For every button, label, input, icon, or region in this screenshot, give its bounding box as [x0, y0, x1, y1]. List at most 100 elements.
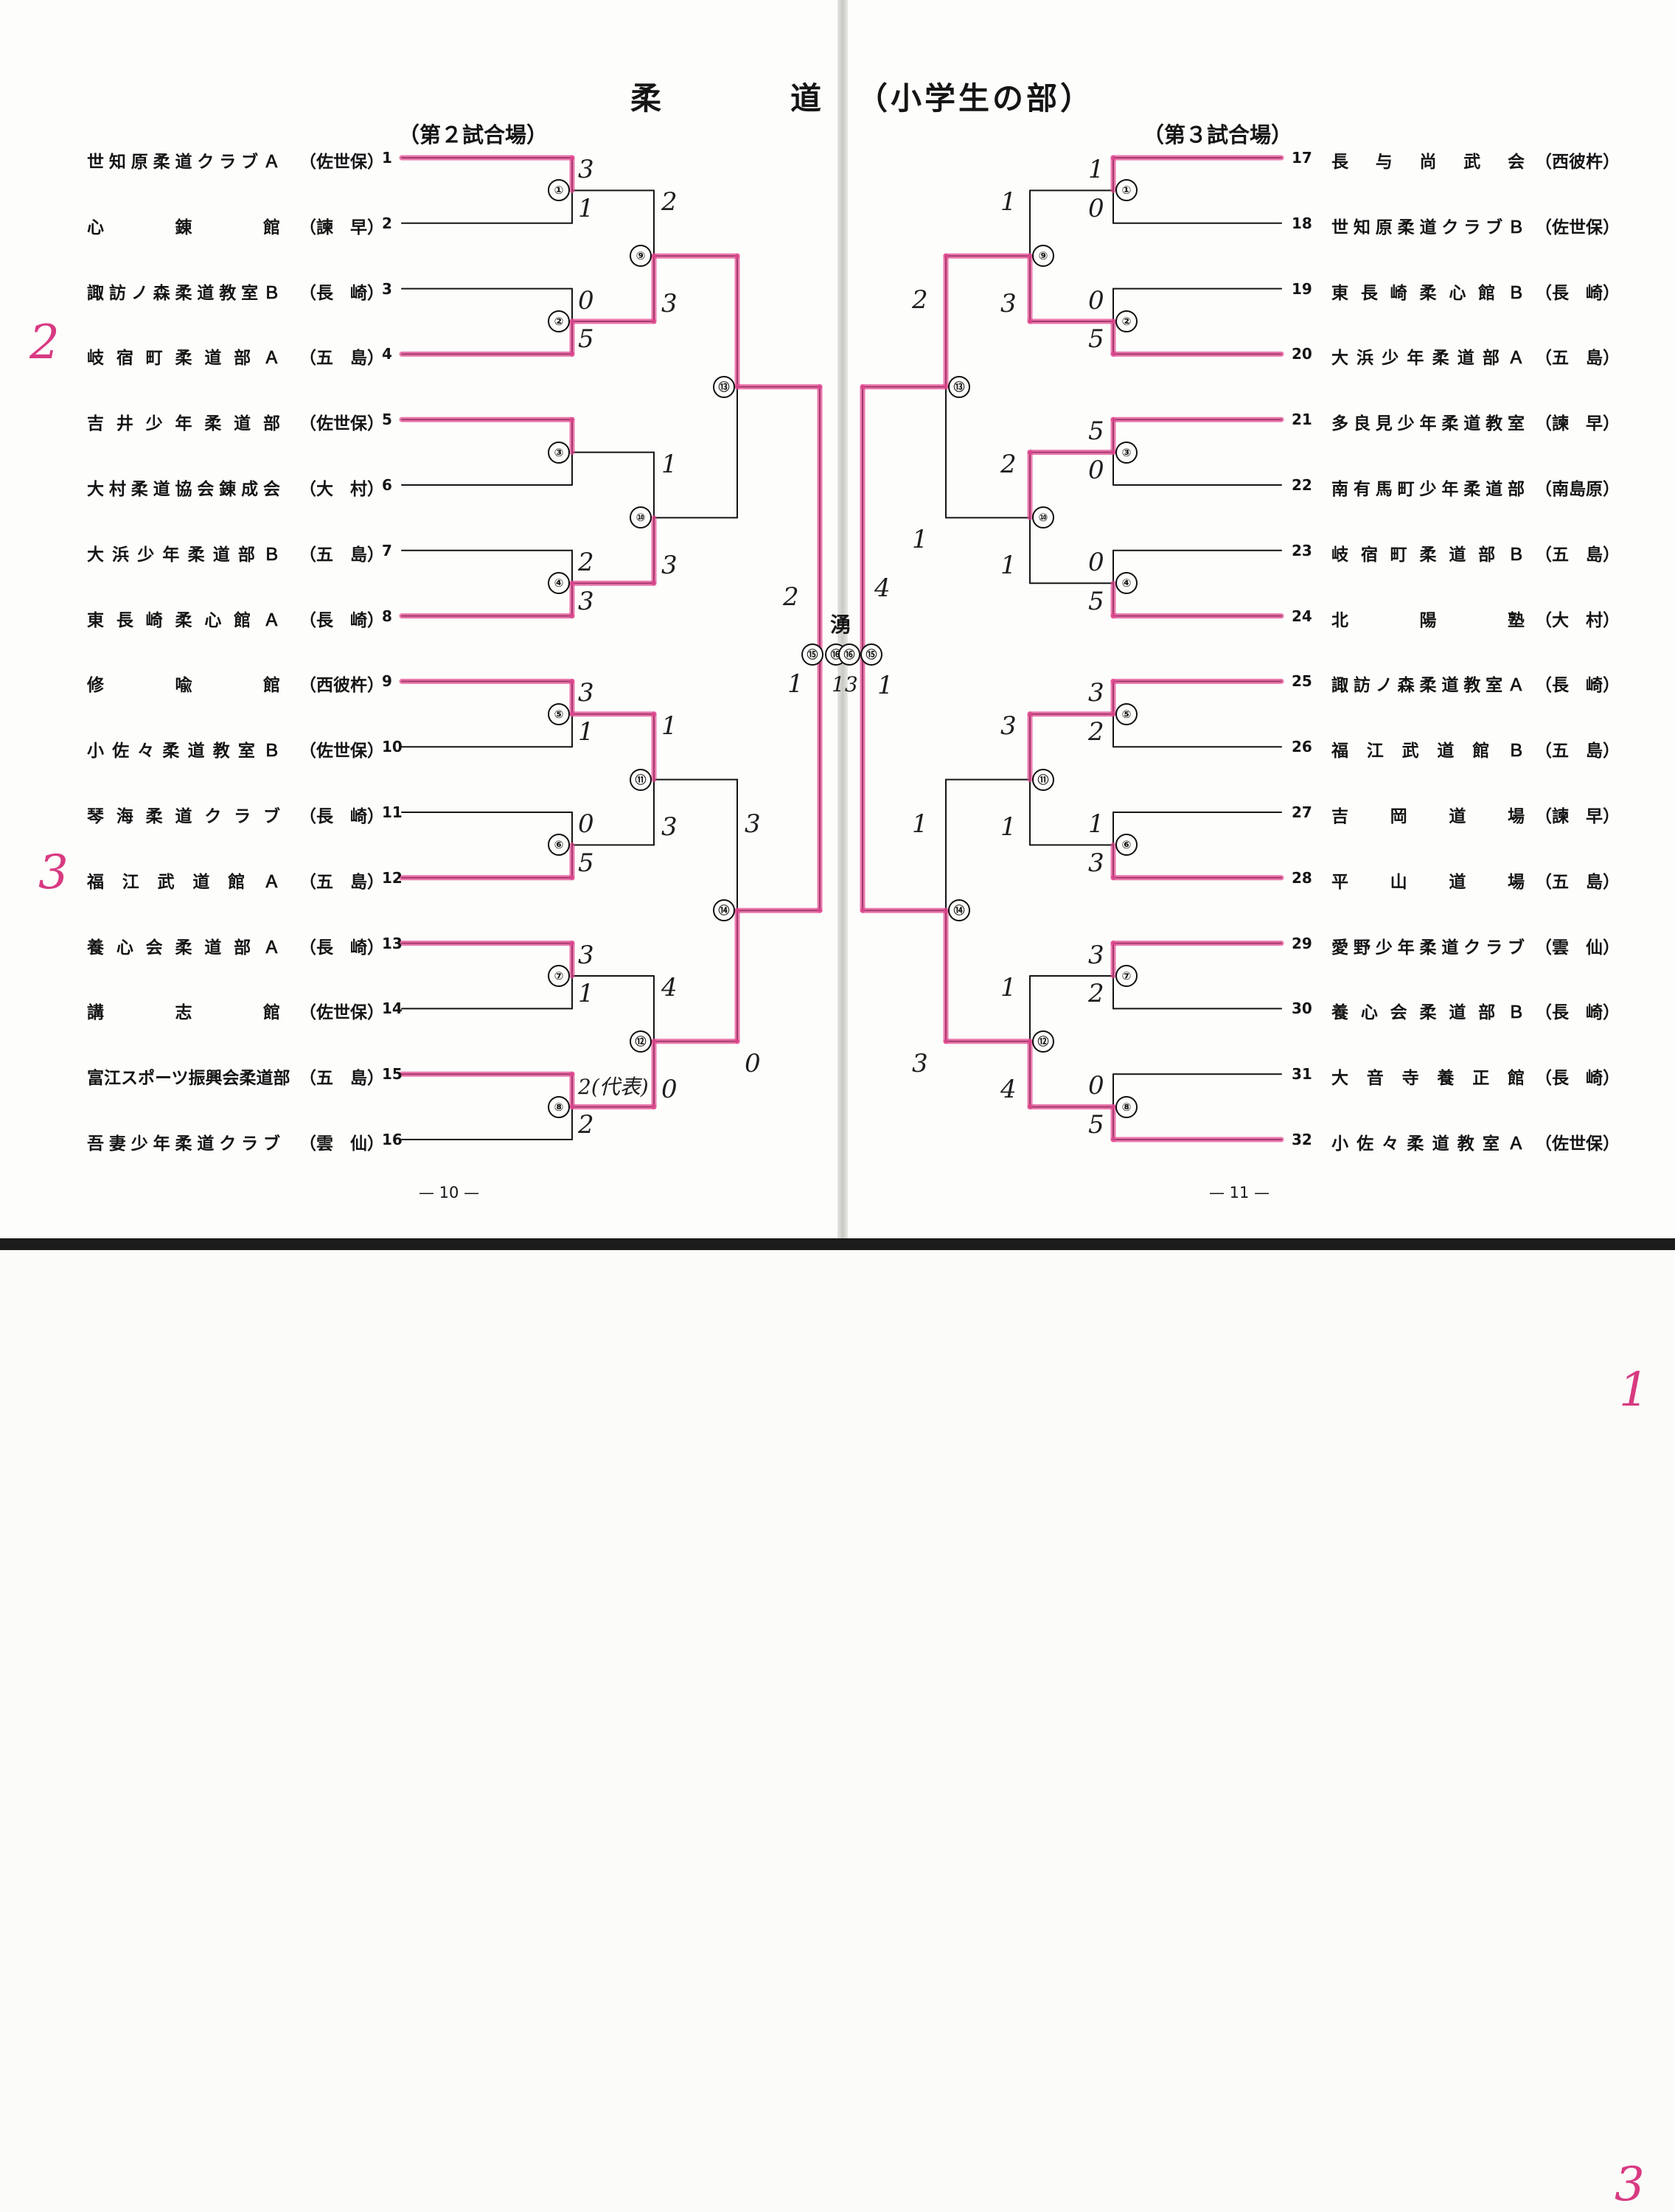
left-score-r2-bot-2: 3: [661, 551, 678, 581]
title-division: （小学生の部）: [857, 80, 1095, 116]
left-match-mark-5: ⑤: [548, 702, 570, 725]
team-prefecture: （長 崎）: [1535, 1069, 1620, 1089]
team-number: 12: [382, 868, 403, 887]
team-prefecture: （雲 仙）: [1535, 938, 1620, 957]
right-match-mark-14: ⑭: [948, 899, 970, 922]
margin-rank-note-4: 3: [1615, 2157, 1645, 2212]
right-match-mark-13: ⑬: [948, 375, 970, 398]
team-number: 3: [382, 279, 392, 298]
team-name: 北陽塾: [1331, 610, 1525, 630]
team-number: 9: [382, 672, 392, 691]
team-prefecture: （佐世保）: [299, 153, 384, 172]
right-score-r2-top-4: 1: [1000, 973, 1017, 1002]
right-score-r2-bot-2: 1: [1000, 551, 1017, 581]
title-judo-2: 道: [790, 80, 825, 116]
left-match-mark-13: ⑬: [713, 375, 735, 398]
left-score-r1-top-5: 3: [578, 678, 594, 708]
semi-score-right-bottom: 1: [877, 671, 894, 700]
team-prefecture: （五 島）: [299, 545, 384, 565]
team-number: 2: [382, 214, 392, 232]
team-prefecture: （雲 仙）: [299, 1134, 384, 1154]
left-score-r1-bot-2: 5: [578, 324, 594, 355]
right-score-r1-bot-5: 2: [1088, 717, 1104, 747]
left-score-r1-bot-1: 1: [578, 193, 594, 223]
right-score-r1-top-2: 0: [1088, 285, 1104, 315]
team-prefecture: （諫 早）: [1535, 807, 1620, 826]
team-number: 14: [382, 999, 403, 1018]
right-match-mark-10: ⑩: [1032, 506, 1054, 529]
left-score-r1-top-7: 3: [578, 940, 594, 970]
semi-score-left-bottom: 1: [787, 669, 804, 699]
left-score-r1-bot-6: 5: [578, 848, 594, 878]
team-name: 愛野少年柔道クラブ: [1331, 938, 1525, 957]
team-number: 4: [382, 345, 392, 363]
team-prefecture: （五 島）: [1535, 872, 1620, 892]
left-score-r2-bot-3: 3: [661, 812, 678, 842]
left-score-r1-bot-4: 3: [578, 586, 594, 616]
left-match-mark-1: ①: [548, 179, 570, 202]
team-number: 17: [1292, 149, 1312, 167]
team-number: 18: [1292, 214, 1312, 232]
right-score-r1-bot-3: 0: [1088, 456, 1104, 485]
left-score-r2-bot-4: 0: [661, 1074, 678, 1104]
team-number: 24: [1292, 607, 1312, 625]
team-prefecture: （佐世保）: [1535, 1134, 1620, 1154]
team-number: 16: [382, 1131, 403, 1148]
right-score-r1-bot-6: 3: [1088, 848, 1104, 878]
right-score-r1-bot-2: 5: [1088, 324, 1104, 355]
team-name: 修喩館: [87, 676, 280, 696]
right-match-mark-8: ⑧: [1115, 1095, 1138, 1118]
team-name: 多良見少年柔道教室: [1331, 414, 1525, 434]
right-score-r2-top-2: 2: [1000, 449, 1017, 479]
team-name: 長与尚武会: [1331, 153, 1525, 172]
left-score-r2-top-2: 1: [661, 449, 678, 479]
team-prefecture: （長 崎）: [299, 938, 384, 957]
team-prefecture: （長 崎）: [299, 283, 384, 303]
team-number: 27: [1292, 803, 1312, 821]
left-score-r3-top-2: 3: [745, 809, 761, 839]
team-name: 吾妻少年柔道クラブ: [87, 1134, 280, 1154]
left-match-mark-10: ⑩: [630, 506, 652, 529]
right-score-r2-top-1: 1: [1000, 187, 1017, 217]
team-number: 19: [1292, 279, 1312, 298]
team-prefecture: （大 村）: [299, 480, 384, 499]
right-match-mark-9: ⑨: [1032, 245, 1054, 268]
right-match-mark-4: ④: [1115, 572, 1138, 595]
team-prefecture: （南島原）: [1535, 480, 1620, 499]
team-number: 15: [382, 1065, 403, 1084]
title-judo: 柔: [630, 80, 665, 116]
team-name: 大音寺養正館: [1331, 1069, 1525, 1089]
team-number: 1: [382, 149, 392, 167]
left-score-r1-top-6: 0: [578, 809, 594, 839]
semi-score-left-top: 2: [783, 582, 799, 612]
team-prefecture: （五 島）: [1535, 349, 1620, 369]
left-score-r3-bot-2: 0: [745, 1048, 761, 1078]
page-number-left: — 10 —: [419, 1184, 480, 1201]
margin-rank-note-2: 3: [38, 845, 69, 900]
left-score-r1-bot-5: 1: [578, 717, 594, 747]
right-score-r1-bot-1: 0: [1088, 193, 1104, 223]
team-name: 吉岡道場: [1331, 807, 1525, 826]
left-match-mark-3: ③: [548, 441, 570, 464]
team-number: 30: [1292, 999, 1312, 1018]
team-prefecture: （西彼杵）: [299, 676, 384, 696]
team-number: 8: [382, 607, 392, 625]
team-prefecture: （五 島）: [1535, 742, 1620, 761]
margin-rank-note-3: 1: [1619, 1363, 1649, 1418]
right-score-r3-top-2: 1: [912, 809, 928, 839]
team-prefecture: （佐世保）: [299, 414, 384, 434]
team-prefecture: （長 崎）: [1535, 1003, 1620, 1023]
team-prefecture: （五 島）: [1535, 545, 1620, 565]
team-prefecture: （長 崎）: [299, 807, 384, 826]
team-prefecture: （大 村）: [1535, 610, 1620, 630]
team-prefecture: （五 島）: [299, 1069, 384, 1089]
right-match-mark-7: ⑦: [1115, 965, 1138, 987]
team-name: 富江スポーツ振興会柔道部: [87, 1069, 290, 1089]
